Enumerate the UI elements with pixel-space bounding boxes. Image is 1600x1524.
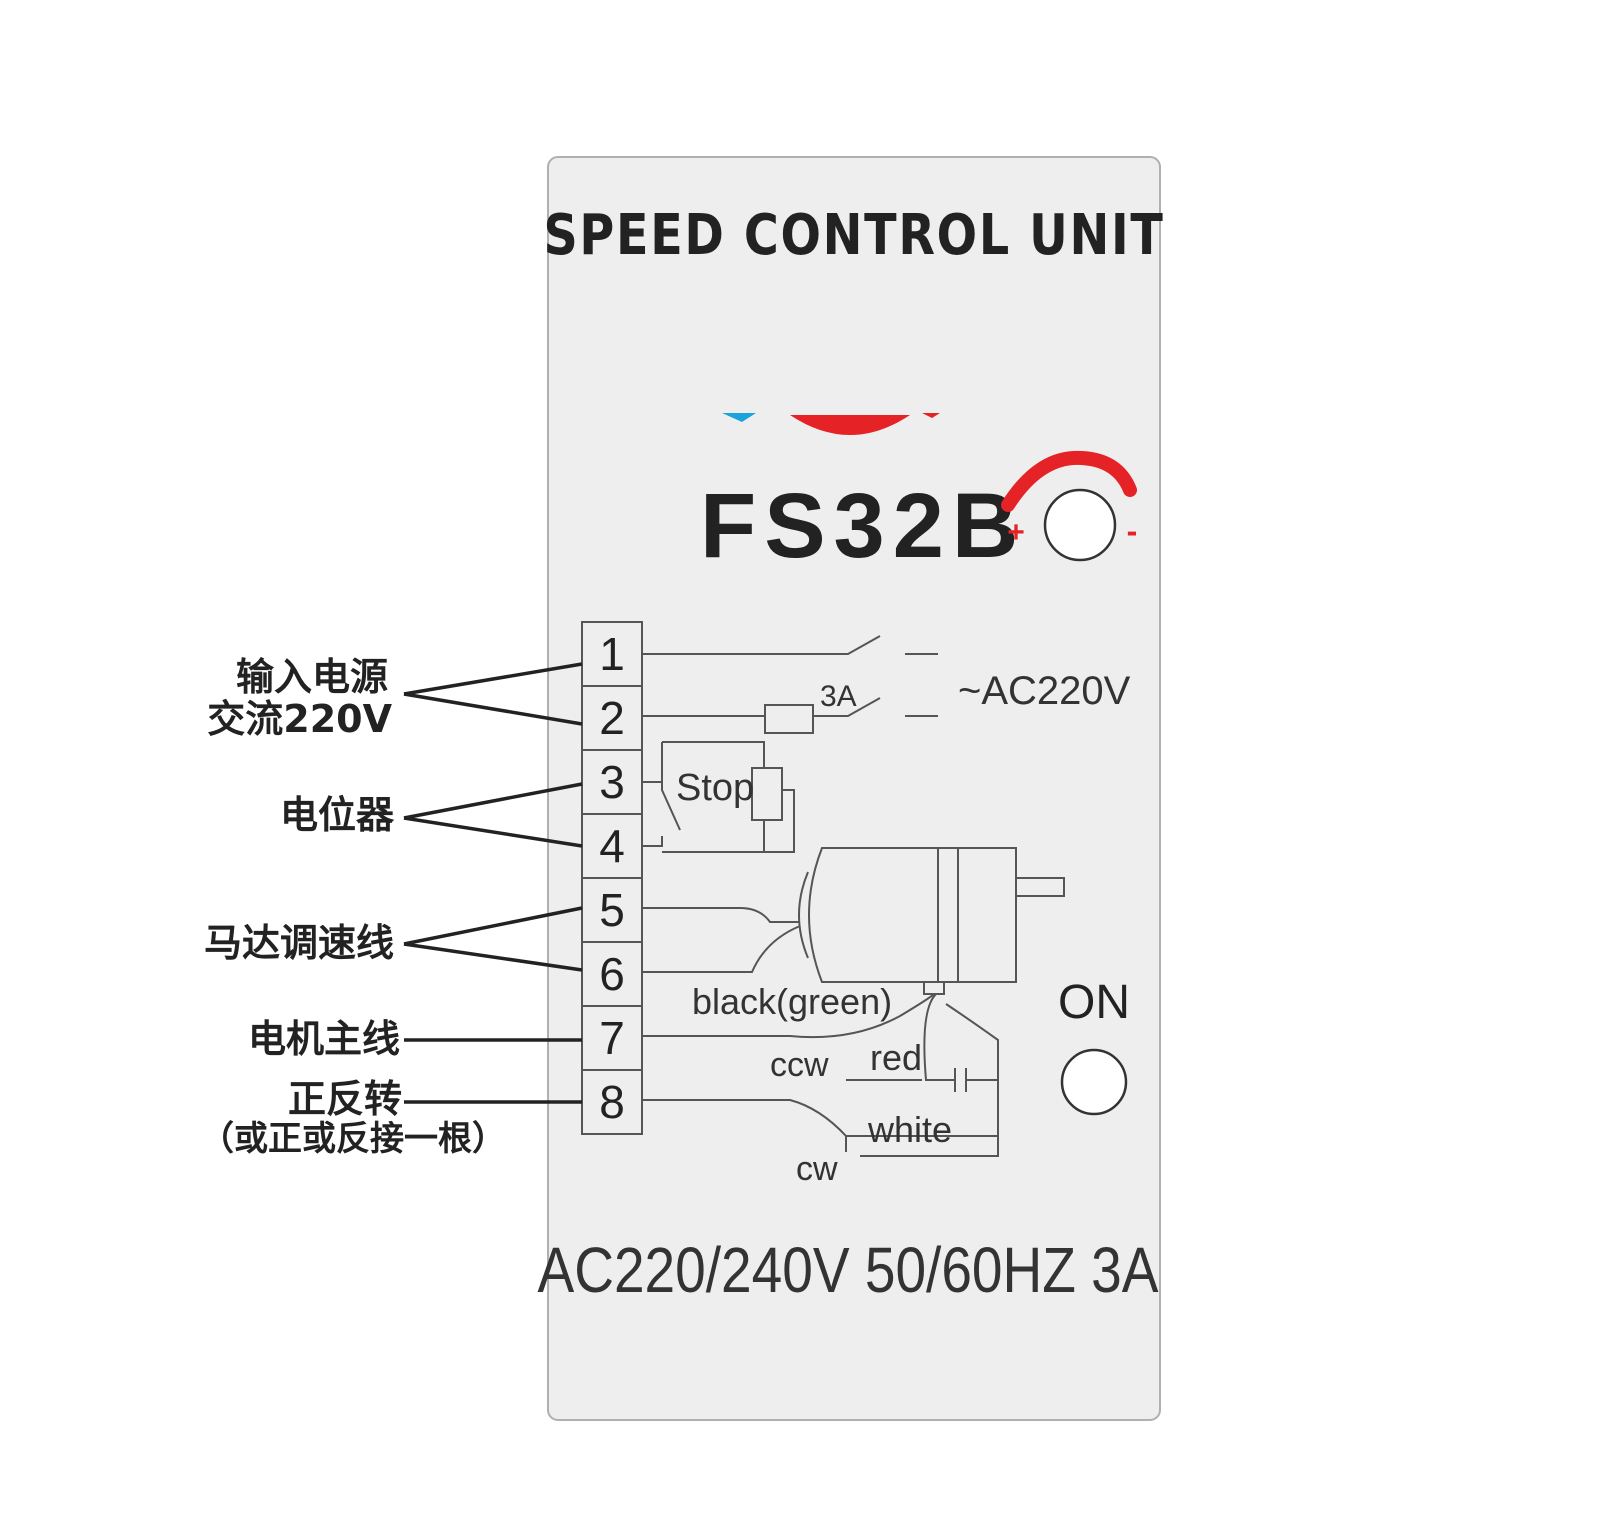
terminal-number: 3 (599, 756, 625, 808)
fuse-icon (764, 704, 814, 734)
power-indicator-icon[interactable] (1060, 1048, 1128, 1116)
input-power-label: 输入电源 (236, 655, 388, 699)
potentiometer-label: 电位器 (280, 793, 395, 837)
wire-black-green-label: black(green) (692, 981, 892, 1022)
terminal-6 (581, 941, 643, 1007)
terminal-number: 5 (599, 884, 625, 936)
terminal-number: 8 (599, 1076, 625, 1128)
terminal-block (581, 621, 643, 1135)
stop-label: Stop (676, 767, 754, 809)
terminal-number: 6 (599, 948, 625, 1000)
callout-lines (403, 662, 583, 1104)
terminal-number: 4 (599, 820, 625, 872)
rating-label: AC220/240V 50/60HZ 3A (538, 1234, 1159, 1306)
motor-main-wire-label: 电机主线 (248, 1017, 400, 1061)
terminal-8 (581, 1069, 643, 1135)
terminal-7 (581, 1005, 643, 1071)
on-label: ON (1058, 976, 1130, 1029)
knob-plus-label: + (1007, 516, 1025, 549)
motor-icon (798, 847, 1065, 995)
wire-red-label: red (870, 1037, 922, 1078)
wire-cw-label: cw (796, 1150, 838, 1188)
wire-white-label: white (867, 1109, 952, 1150)
panel-title: SPEED CONTROL UNIT (543, 203, 1164, 268)
terminal-number: 1 (599, 628, 625, 680)
input-power-voltage-label: 交流220V (207, 697, 392, 741)
speed-knob[interactable]: + - (1001, 450, 1138, 562)
direction-note-label: （或正或反接一根） (200, 1119, 506, 1159)
direction-label: 正反转 (288, 1077, 402, 1121)
knob-icon[interactable] (1043, 488, 1117, 562)
terminal-5 (581, 877, 643, 943)
terminal-number: 7 (599, 1012, 625, 1064)
speed-indicator-graphic (722, 413, 940, 435)
motor-speed-wire-label: 马达调速线 (204, 921, 394, 965)
fuse-label: 3A (820, 680, 857, 713)
wire-ccw-label: ccw (770, 1046, 829, 1084)
potentiometer-icon (751, 767, 783, 821)
supply-label: ~AC220V (958, 669, 1131, 713)
knob-direction-arc (1001, 450, 1137, 512)
knob-minus-label: - (1127, 513, 1138, 549)
terminal-number: 2 (599, 692, 625, 744)
circuit-wiring (642, 635, 1065, 1157)
control-panel (547, 156, 1161, 1421)
terminal-1 (581, 621, 643, 687)
model-name: FS32B (700, 475, 1026, 577)
